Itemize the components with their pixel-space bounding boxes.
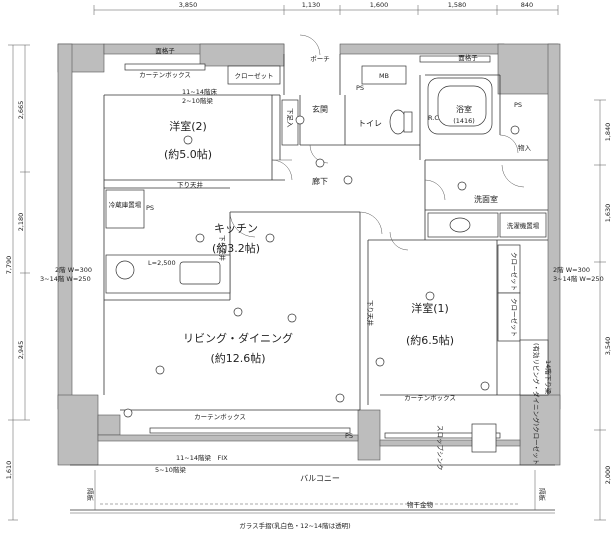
- ceiling-kitchen-label: 下り天井: [218, 235, 227, 262]
- floor-note-bed1: 14階下り梁: [544, 360, 553, 395]
- dim-right-1: 1,840: [604, 123, 612, 142]
- dim-top-2: 1,130: [302, 1, 321, 9]
- bath-size: (1416): [453, 117, 475, 125]
- floor-note-bed2-b: 2~10階梁: [182, 96, 213, 105]
- ps-label-kitchen: PS: [146, 204, 154, 212]
- ceiling-bed1-label: 下り天井: [366, 300, 375, 327]
- bedroom2-name: 洋室(2): [169, 119, 207, 133]
- dim-left-1: 2,665: [17, 101, 25, 120]
- bedroom-2: 洋室(2) (約5.0帖) 面格子 カーテンボックス 11~14階床 2~10階…: [139, 46, 217, 189]
- bedroom-1: 洋室(1) (約6.5帖) カーテンボックス 下り天井 14階下り梁 スロップシ…: [366, 300, 553, 471]
- lattice-top-label: 面格子: [155, 46, 175, 55]
- sink-length-label: L=2,500: [148, 259, 176, 267]
- interior-walls: [103, 54, 548, 411]
- dim-left-3: 2,945: [17, 341, 25, 360]
- entrance-area: MB ポーチ 玄関 下足入 PS 面格子: [281, 53, 478, 146]
- toilet: トイレ: [358, 109, 413, 135]
- washroom-label: 洗面室: [474, 194, 498, 204]
- slop-sink-label: スロップシンク: [436, 425, 444, 471]
- curtain-box-bed1-label: カーテンボックス: [404, 394, 456, 402]
- ceiling-hall-label: 下り天井: [177, 180, 204, 189]
- bath-label: 浴室: [456, 104, 472, 114]
- window-left-note-1: 2階 W=300: [55, 265, 92, 274]
- balcony-label: バルコニー: [300, 474, 340, 483]
- windows: [124, 55, 501, 439]
- kitchen-size: (約3.2帖): [212, 241, 260, 255]
- living-dining: リビング・ダイニング (約12.6帖) カーテンボックス 11~14階梁 FIX…: [155, 331, 353, 474]
- closet-r2-label: クローゼット: [510, 298, 519, 337]
- entrance-label: 玄関: [312, 104, 328, 114]
- handrail-label: ガラス手摺(乳白色・12~14階は透明): [239, 521, 350, 530]
- dim-top-3: 1,600: [370, 1, 389, 9]
- lattice-bath-label: 面格子: [458, 53, 478, 62]
- bedroom1-name: 洋室(1): [411, 301, 449, 315]
- balcony: バルコニー 物干金物 ガラス手摺(乳白色・12~14階は透明) 隔板 隔板: [70, 464, 555, 530]
- floor-note-living-a: 11~14階梁 FIX: [176, 453, 228, 462]
- bedroom1-size: (約6.5帖): [406, 333, 454, 347]
- dim-top-1: 3,850: [179, 1, 198, 9]
- doors: [229, 34, 525, 251]
- kitchen: 冷蔵庫置場 キッチン (約3.2帖) L=2,500 下り天井 PS: [105, 189, 260, 294]
- living-name: リビング・ダイニング: [183, 331, 293, 345]
- partition-label-left: 隔板: [86, 488, 95, 502]
- ps-label-entrance: PS: [356, 84, 364, 92]
- rc-label: R.C: [428, 114, 439, 122]
- fixture-symbols: [123, 115, 520, 418]
- porch-label: ポーチ: [310, 55, 330, 63]
- curtain-box-top-label: カーテンボックス: [139, 71, 191, 79]
- living-size: (約12.6帖): [210, 351, 265, 365]
- storage-bath-label: 物入: [518, 143, 532, 152]
- closet-bed2-label: クローゼット: [235, 71, 274, 80]
- window-right-note-1: 2階 W=300: [553, 265, 590, 274]
- fridge-label: 冷蔵庫置場: [109, 200, 142, 209]
- dim-top-4: 1,580: [448, 1, 467, 9]
- window-left-note-2: 3~14階 W=250: [40, 274, 91, 283]
- toilet-label: トイレ: [358, 119, 382, 128]
- ps-label-living: PS: [345, 432, 353, 440]
- floor-note-living-b: 5~10階梁: [155, 465, 186, 474]
- washroom: 洗面室 洗濯機置場: [427, 194, 547, 238]
- dim-right-2: 1,630: [604, 204, 612, 223]
- partition-label-right: 隔板: [538, 488, 547, 502]
- shoebox-label: 下足入: [286, 108, 294, 128]
- right-dimension-line: 1,840 1,630 3,540 2,000: [594, 99, 612, 521]
- closet-r1-label: クローゼット: [510, 252, 519, 291]
- kitchen-name: キッチン: [214, 222, 258, 235]
- window-notes: 2階 W=300 3~14階 W=250 2階 W=300 3~14階 W=25…: [40, 265, 604, 283]
- closets: クローゼット クローゼット クローゼット (有効リビング・ダイニング)クローゼッ…: [227, 65, 549, 465]
- bathroom: 浴室 (1416) R.C 物入 PS: [427, 77, 532, 152]
- floor-note-bed2-a: 11~14階床: [182, 87, 217, 96]
- dim-left-total: 7,790: [5, 256, 13, 275]
- dry-hardware-label: 物干金物: [407, 500, 434, 509]
- dim-top-5: 840: [521, 1, 533, 9]
- dim-right-3: 3,540: [604, 337, 612, 356]
- window-right-note-2: 3~14階 W=250: [553, 274, 604, 283]
- dim-left-2: 2,180: [17, 213, 25, 232]
- bedroom2-size: (約5.0帖): [164, 147, 212, 161]
- dim-left-4: 1,610: [5, 461, 13, 480]
- left-dimension-line: 7,790 2,665 2,180 2,945 1,610: [5, 44, 30, 521]
- washer-label: 洗濯機置場: [507, 221, 540, 230]
- outer-walls: [57, 43, 561, 466]
- mb-label: MB: [379, 72, 389, 80]
- hallway-label: 廊下: [312, 176, 328, 186]
- dim-right-4: 2,000: [604, 466, 612, 485]
- ps-label-bath: PS: [514, 101, 522, 109]
- curtain-box-living-label: カーテンボックス: [194, 413, 246, 421]
- top-dimension-line: 3,850 1,130 1,600 1,580 840: [93, 1, 559, 15]
- walk-in-label: (有効リビング・ダイニング)クローゼット: [532, 343, 541, 465]
